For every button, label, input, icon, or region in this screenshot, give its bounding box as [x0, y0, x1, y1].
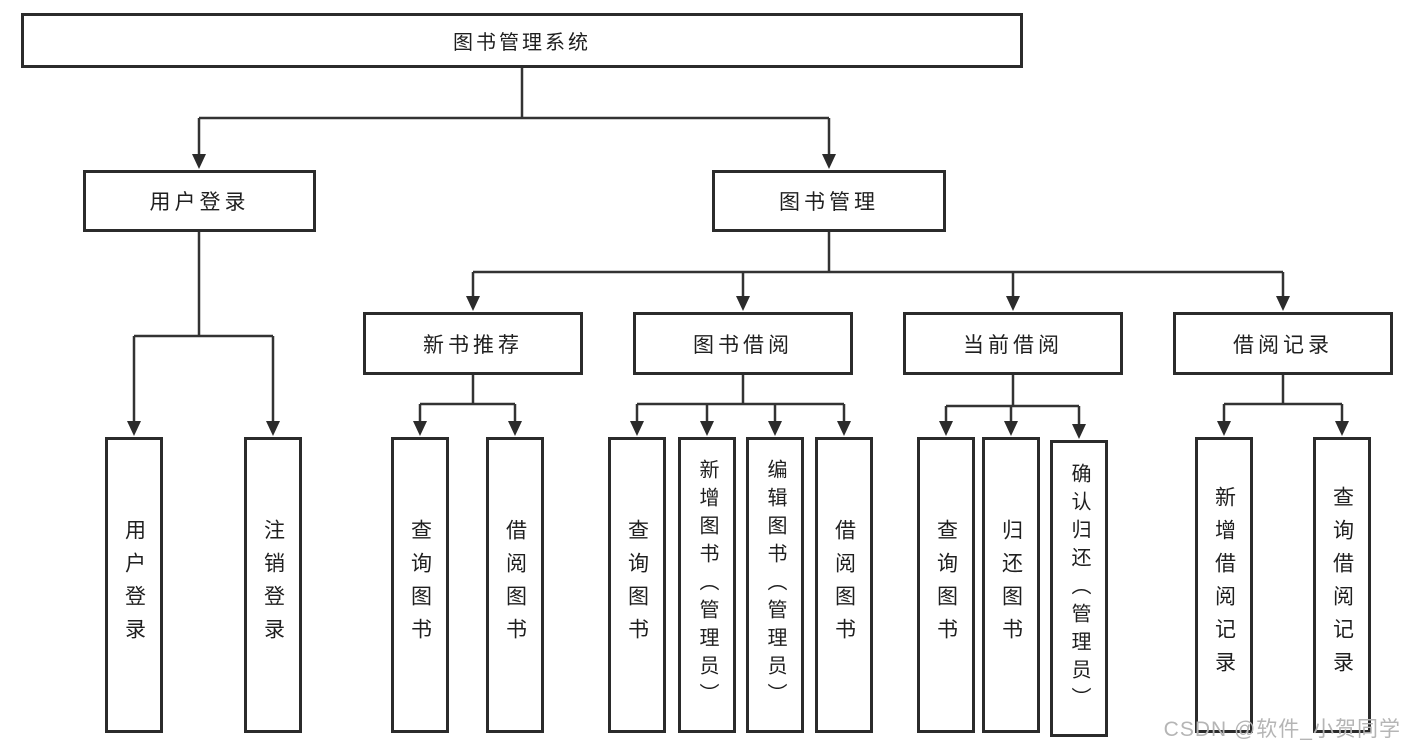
- leaf-label: 确认归还（管理员）: [1068, 462, 1090, 715]
- leaf-label: 查询借阅记录: [1330, 486, 1354, 684]
- leaf-query-books: 查询图书: [917, 437, 975, 733]
- leaf-label: 借阅图书: [503, 519, 527, 651]
- node-current-borrow: 当前借阅: [903, 312, 1123, 375]
- leaf-borrow-books: 借阅图书: [815, 437, 873, 733]
- leaf-label: 用户登录: [122, 519, 146, 651]
- leaf-label: 归还图书: [999, 519, 1023, 651]
- leaf-user-login: 用户登录: [105, 437, 163, 733]
- leaf-query-books: 查询图书: [608, 437, 666, 733]
- leaf-label: 查询图书: [934, 519, 958, 651]
- leaf-confirm-return-admin: 确认归还（管理员）: [1050, 440, 1108, 737]
- node-borrow-records: 借阅记录: [1173, 312, 1393, 375]
- leaf-add-books-admin: 新增图书（管理员）: [678, 437, 736, 733]
- leaf-label: 借阅图书: [832, 519, 856, 651]
- leaf-label: 编辑图书（管理员）: [764, 459, 786, 711]
- leaf-add-borrow-record: 新增借阅记录: [1195, 437, 1253, 733]
- node-book-management: 图书管理: [712, 170, 946, 232]
- leaf-label: 新增借阅记录: [1212, 486, 1236, 684]
- leaf-query-books: 查询图书: [391, 437, 449, 733]
- leaf-query-borrow-record: 查询借阅记录: [1313, 437, 1371, 733]
- leaf-label: 查询图书: [408, 519, 432, 651]
- leaf-edit-books-admin: 编辑图书（管理员）: [746, 437, 804, 733]
- node-user-login: 用户登录: [83, 170, 316, 232]
- leaf-label: 查询图书: [625, 519, 649, 651]
- leaf-label: 新增图书（管理员）: [696, 459, 718, 711]
- leaf-logout-login: 注销登录: [244, 437, 302, 733]
- leaf-return-books: 归还图书: [982, 437, 1040, 733]
- node-library-management-system: 图书管理系统: [21, 13, 1023, 68]
- leaf-borrow-books: 借阅图书: [486, 437, 544, 733]
- leaf-label: 注销登录: [261, 519, 285, 651]
- node-new-book-recommend: 新书推荐: [363, 312, 583, 375]
- watermark: CSDN @软件_小贺同学: [1163, 718, 1401, 741]
- node-book-borrow: 图书借阅: [633, 312, 853, 375]
